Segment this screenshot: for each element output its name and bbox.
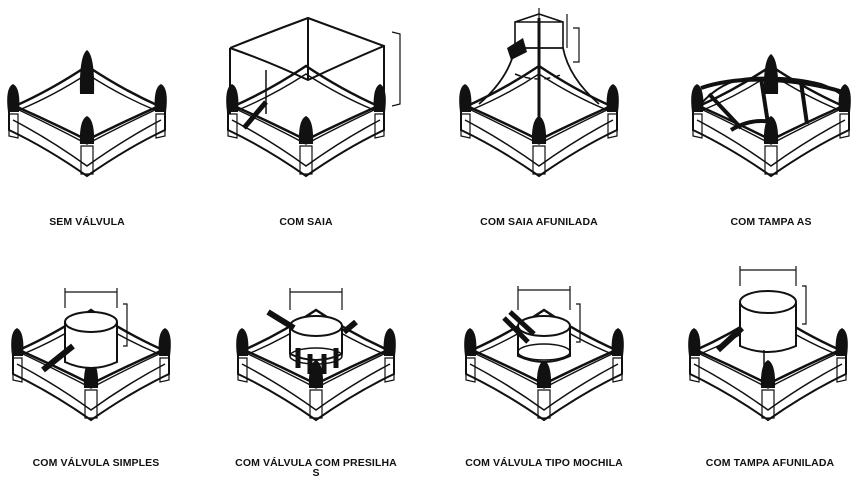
bag-funnel-skirt-icon <box>457 8 621 178</box>
bag-skirt-icon <box>224 16 401 178</box>
caption-com-tampa-afunilada: COM TAMPA AFUNILADA <box>705 457 835 469</box>
caption-com-saia-afunilada: COM SAIA AFUNILADA <box>480 216 598 228</box>
caption-line-1: COM VÁLVULA COM PRESILHA <box>235 457 397 469</box>
caption-sem-valvula: SEM VÁLVULA <box>49 216 125 228</box>
bag-backpack-valve-icon <box>462 286 626 422</box>
bag-no-valve-icon <box>5 50 169 178</box>
caption-com-tampa-as: COM TAMPA AS <box>730 216 812 228</box>
caption-com-valvula-com-presilhas: COM VÁLVULA COM PRESILHA S <box>226 457 406 481</box>
bag-simple-valve-icon <box>9 288 173 422</box>
caption-line-2: S <box>312 467 320 479</box>
bag-funnel-lid-icon <box>686 266 850 422</box>
caption-com-valvula-simples: COM VÁLVULA SIMPLES <box>32 457 160 469</box>
bag-lid-icon <box>689 54 853 178</box>
caption-com-saia: COM SAIA <box>279 216 333 228</box>
bag-valve-clips-icon <box>234 288 398 422</box>
caption-com-valvula-tipo-mochila: COM VÁLVULA TIPO MOCHILA <box>465 457 623 469</box>
